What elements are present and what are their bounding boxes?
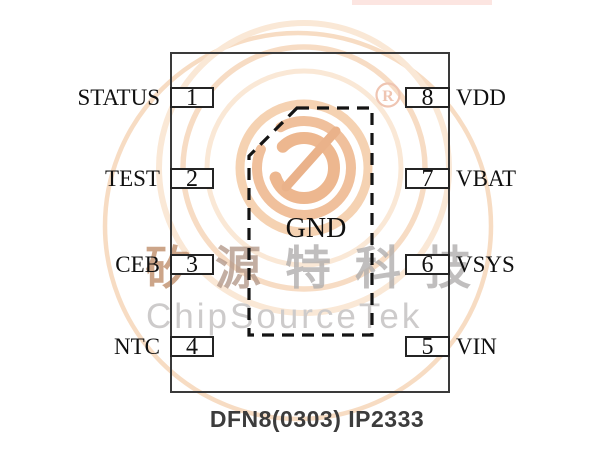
watermark-chinese-char: 源	[215, 241, 261, 295]
pin-label-ntc: NTC	[114, 334, 160, 359]
gnd-pad-label: GND	[285, 213, 347, 244]
pin-box-7: 7	[405, 167, 450, 191]
pin-box-2: 2	[170, 167, 214, 191]
top-pink-strip	[352, 0, 492, 5]
pin-label-vin: VIN	[456, 334, 497, 359]
watermark-brand-text: ChipSourceTek	[146, 297, 423, 336]
diagram-caption: DFN8(0303) IP2333	[209, 406, 425, 432]
pin-box-4: 4	[170, 335, 214, 359]
pin-box-3: 3	[170, 253, 214, 277]
pin-label-vsys: VSYS	[456, 252, 515, 277]
pin-box-1: 1	[170, 86, 214, 110]
watermark-outer-ring	[102, 30, 494, 422]
svg-text:R: R	[382, 88, 394, 105]
pin-label-ceb: CEB	[115, 252, 160, 277]
pin-box-5: 5	[405, 335, 450, 359]
chip-package-outline	[170, 52, 450, 393]
pin-label-test: TEST	[105, 166, 160, 191]
pin-label-status: STATUS	[77, 85, 160, 110]
chipsourcetek-logo	[235, 99, 373, 237]
watermark-chinese-char: 特	[285, 241, 331, 295]
pin-box-8: 8	[405, 86, 450, 110]
pin-label-vdd: VDD	[456, 85, 506, 110]
pin-label-vbat: VBAT	[456, 166, 517, 191]
registered-trademark-icon: R	[375, 82, 401, 108]
pin-box-6: 6	[405, 253, 450, 277]
watermark-chinese-char: 科	[355, 241, 401, 295]
